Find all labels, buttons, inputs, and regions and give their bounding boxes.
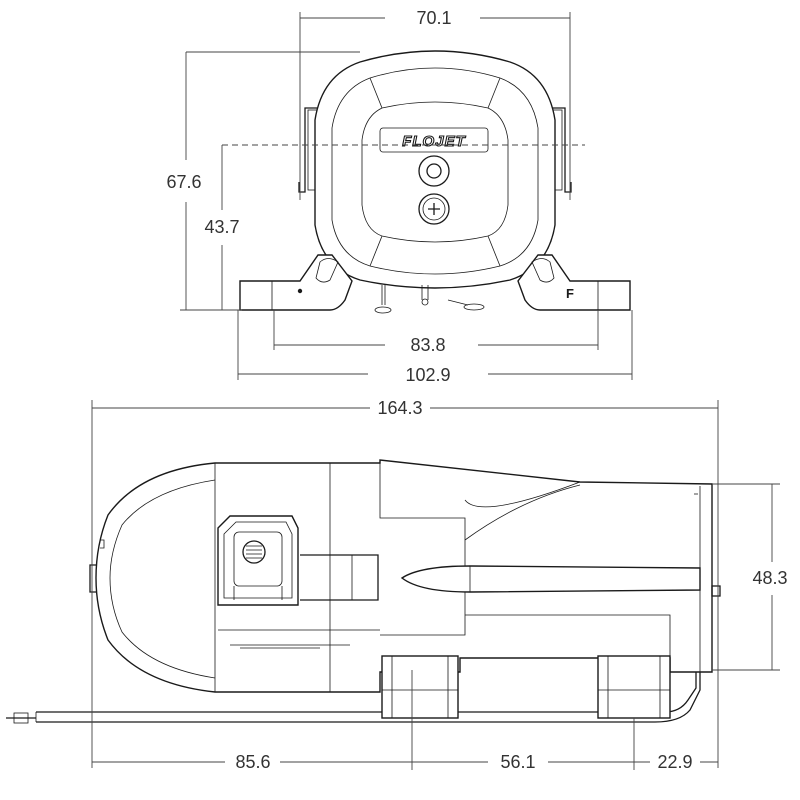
front-center-height-dim: 43.7 bbox=[204, 217, 239, 237]
pressure-switch-housing bbox=[217, 515, 299, 606]
mount-foot-right bbox=[517, 254, 631, 311]
side-rear-offset-dim: 22.9 bbox=[657, 752, 692, 772]
side-length-dim: 164.3 bbox=[377, 398, 422, 418]
motor-housing-front bbox=[314, 50, 556, 289]
side-mount-spacing-dim: 56.1 bbox=[500, 752, 535, 772]
front-height-dim: 67.6 bbox=[166, 172, 201, 192]
mount-block-front bbox=[381, 655, 459, 719]
front-base-width-dim: 102.9 bbox=[405, 365, 450, 385]
screw-icon bbox=[418, 193, 450, 225]
mount-foot-left bbox=[239, 254, 353, 311]
adjust-screw-icon bbox=[242, 540, 266, 564]
front-view: FLOJET F 70.1 67.6 43 bbox=[166, 8, 633, 385]
shaft-port-icon bbox=[418, 155, 450, 187]
side-view: 164.3 48.3 85.6 56.1 22.9 bbox=[6, 398, 788, 772]
side-front-offset-dim: 85.6 bbox=[235, 752, 270, 772]
brand-label: FLOJET bbox=[402, 133, 466, 150]
polarity-mark: F bbox=[566, 286, 574, 301]
front-mount-spacing-dim: 83.8 bbox=[410, 335, 445, 355]
front-width-dim: 70.1 bbox=[416, 8, 451, 28]
mount-block-rear bbox=[597, 655, 671, 719]
side-height-dim: 48.3 bbox=[752, 568, 787, 588]
